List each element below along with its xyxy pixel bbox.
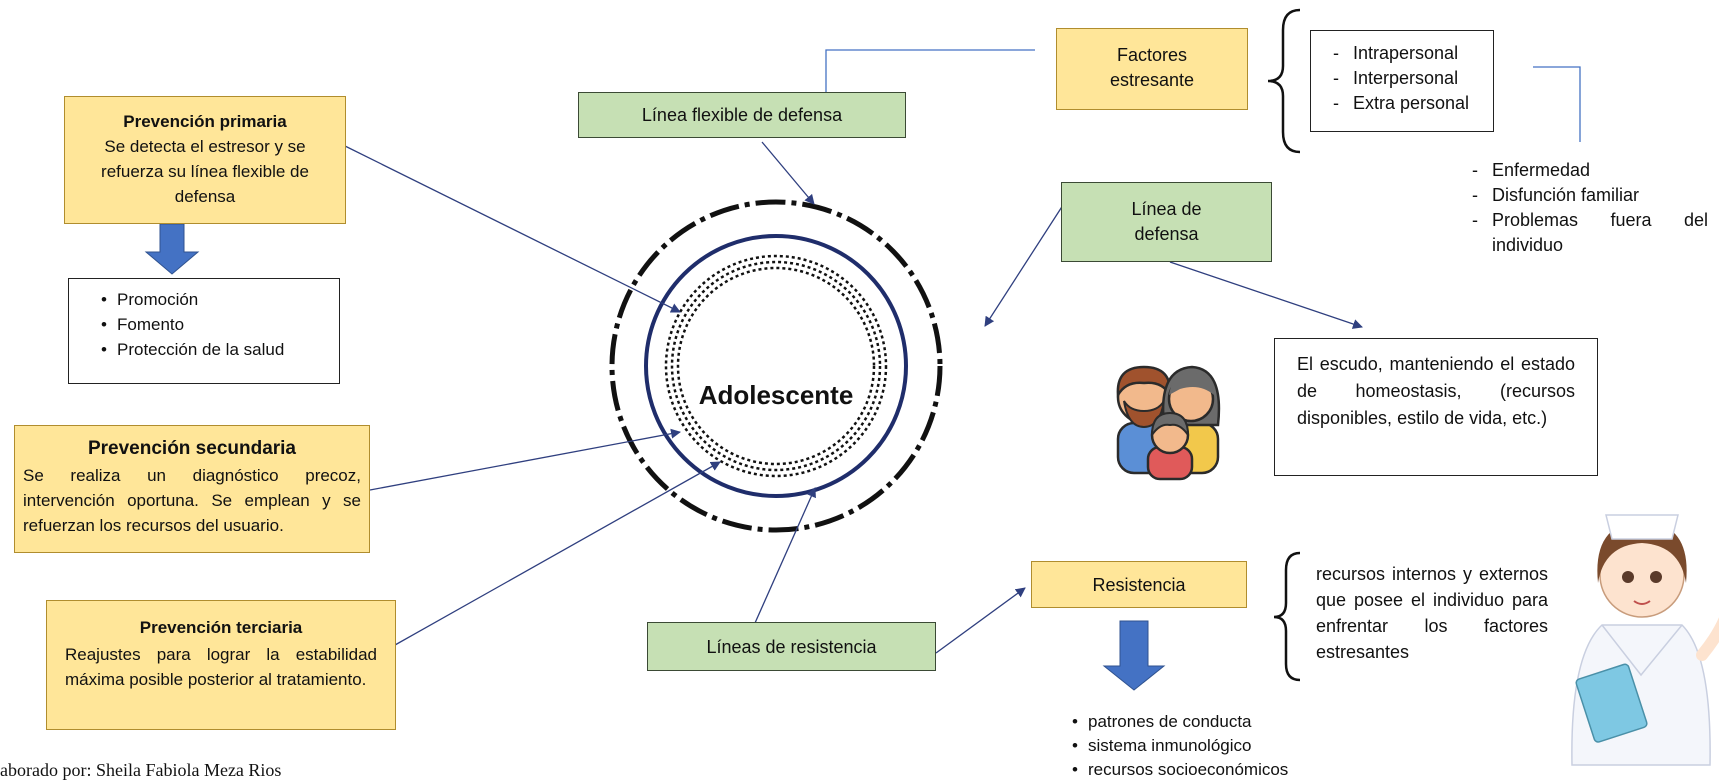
lineas-resistencia-box: Líneas de resistencia [647, 622, 936, 671]
list-item: Interpersonal [1333, 66, 1487, 91]
center-label: Adolescente [698, 380, 854, 410]
arrow-linea-defensa [984, 201, 1066, 327]
linea-defensa-label: Línea de defensa [1131, 199, 1202, 244]
arrow-resistencia [935, 587, 1026, 654]
arrow-secundaria [369, 428, 681, 491]
arrow-primaria [344, 145, 681, 313]
escudo-text: El escudo, manteniendo el estado de home… [1297, 354, 1575, 428]
resistencia-box: Resistencia [1031, 561, 1247, 608]
linea-flexible-box: Línea flexible de defensa [578, 92, 906, 138]
connector-factores [825, 49, 1035, 92]
resistance-ring-3 [676, 266, 876, 466]
list-item: Enfermedad [1472, 158, 1708, 183]
prevencion-secundaria-title: Prevención secundaria [87, 438, 297, 459]
arrow-terciaria [394, 461, 721, 646]
arrow-escudo [1169, 261, 1363, 329]
list-item: Fomento [101, 312, 327, 337]
resistencia-list-block: patrones de conducta sistema inmunológic… [1070, 710, 1370, 782]
list-item: Disfunción familiar [1472, 183, 1708, 208]
list-item: Problemas fuera del individuo [1472, 208, 1708, 258]
lineas-resistencia-label: Líneas de resistencia [706, 637, 877, 657]
list-item: Extra personal [1333, 91, 1487, 116]
primaria-items-box: Promoción Fomento Protección de la salud [68, 278, 340, 384]
resistance-ring-1 [664, 254, 888, 478]
list-item: Protección de la salud [101, 337, 327, 362]
prevencion-primaria-box: Prevención primaria Se detecta el estres… [64, 96, 346, 224]
arrow-lineas-resistencia [754, 487, 816, 624]
factores-label: Factores estresante [1109, 45, 1195, 90]
linea-flexible-label: Línea flexible de defensa [641, 105, 843, 125]
family-icon [1116, 365, 1221, 481]
resistencia-list: patrones de conducta sistema inmunológic… [1070, 710, 1370, 782]
outer-ring [609, 199, 943, 533]
factores-list-box: Intrapersonal Interpersonal Extra person… [1310, 30, 1494, 132]
list-item: Promoción [101, 287, 327, 312]
prevencion-terciaria-text: Reajustes para lograr la estabilidad máx… [65, 645, 377, 689]
credit-text: aborado por: Sheila Fabiola Meza Rios [0, 760, 282, 780]
primaria-items: Promoción Fomento Protección de la salud [99, 287, 327, 362]
prevencion-primaria-title: Prevención primaria [123, 112, 287, 131]
list-item: Intrapersonal [1333, 41, 1487, 66]
resistencia-label: Resistencia [1092, 575, 1186, 595]
prevencion-primaria-text: Se detecta el estresor y se refuerza su … [101, 137, 309, 206]
down-arrow-resistencia [1102, 620, 1166, 691]
escudo-box: El escudo, manteniendo el estado de home… [1274, 338, 1598, 476]
resistance-ring-2 [670, 260, 882, 472]
prevencion-secundaria-text: Se realiza un diagnóstico precoz, interv… [23, 466, 361, 535]
factores-box: Factores estresante [1056, 28, 1248, 110]
list-item: sistema inmunológico [1072, 734, 1370, 758]
extra-list-block: Enfermedad Disfunción familiar Problemas… [1472, 158, 1708, 258]
factores-list: Intrapersonal Interpersonal Extra person… [1317, 41, 1487, 116]
arrow-linea-flexible [761, 141, 815, 205]
extra-list: Enfermedad Disfunción familiar Problemas… [1472, 158, 1708, 258]
nurse-illustration [1571, 514, 1719, 766]
brace-resistencia [1273, 551, 1301, 682]
defense-ring [644, 234, 908, 498]
resistencia-desc: recursos internos y externos que posee e… [1316, 564, 1548, 662]
prevencion-secundaria-box: Prevención secundaria Se realiza un diag… [14, 425, 370, 553]
list-item: recursos socioeconómicos [1072, 758, 1370, 782]
linea-defensa-box: Línea de defensa [1061, 182, 1272, 262]
list-item: patrones de conducta [1072, 710, 1370, 734]
prevencion-terciaria-box: Prevención terciaria Reajustes para logr… [46, 600, 396, 730]
down-arrow-primaria [144, 223, 200, 275]
connector-extra [1533, 66, 1581, 142]
prevencion-terciaria-title: Prevención terciaria [139, 618, 303, 637]
brace-factores [1267, 8, 1301, 154]
